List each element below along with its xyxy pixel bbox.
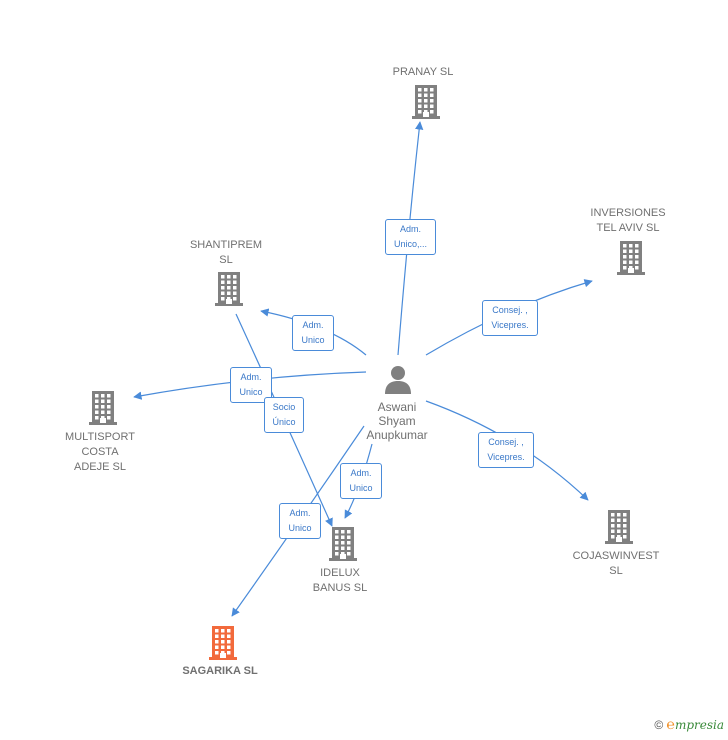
company-label-multisport[interactable]: MULTISPORT COSTA ADEJE SL [65, 431, 135, 473]
copyright-icon: © [654, 718, 664, 732]
relation-label: Socio Único [264, 397, 304, 433]
building-icon[interactable] [213, 272, 245, 311]
empresia-logo: ℮mpresia [666, 717, 724, 733]
building-icon[interactable] [410, 85, 442, 124]
building-icon[interactable] [207, 626, 239, 665]
company-label-inversiones[interactable]: INVERSIONES TEL AVIV SL [590, 207, 666, 234]
company-label-pranay[interactable]: PRANAY SL [392, 66, 454, 78]
building-icon[interactable] [603, 510, 635, 549]
person-name[interactable]: Aswani Shyam Anupkumar [366, 400, 428, 442]
relation-label: Consej. , Vicepres. [482, 300, 538, 336]
person-icon[interactable] [383, 364, 413, 399]
company-label-shantiprem[interactable]: SHANTIPREM SL [189, 239, 263, 266]
relation-label: Adm. Unico [292, 315, 334, 351]
building-icon[interactable] [615, 241, 647, 280]
relation-label: Adm. Unico [340, 463, 382, 499]
building-icon[interactable] [327, 527, 359, 566]
company-label-cojaswinvest[interactable]: COJASWINVEST SL [572, 550, 660, 577]
building-icon[interactable] [87, 391, 119, 430]
footer-brand: © ℮mpresia [654, 717, 724, 734]
company-label-idelux[interactable]: IDELUX BANUS SL [312, 567, 368, 594]
relation-label: Adm. Unico,... [385, 219, 436, 255]
company-label-sagarika[interactable]: SAGARIKA SL [182, 665, 258, 677]
relation-label: Adm. Unico [279, 503, 321, 539]
relation-label: Consej. , Vicepres. [478, 432, 534, 468]
